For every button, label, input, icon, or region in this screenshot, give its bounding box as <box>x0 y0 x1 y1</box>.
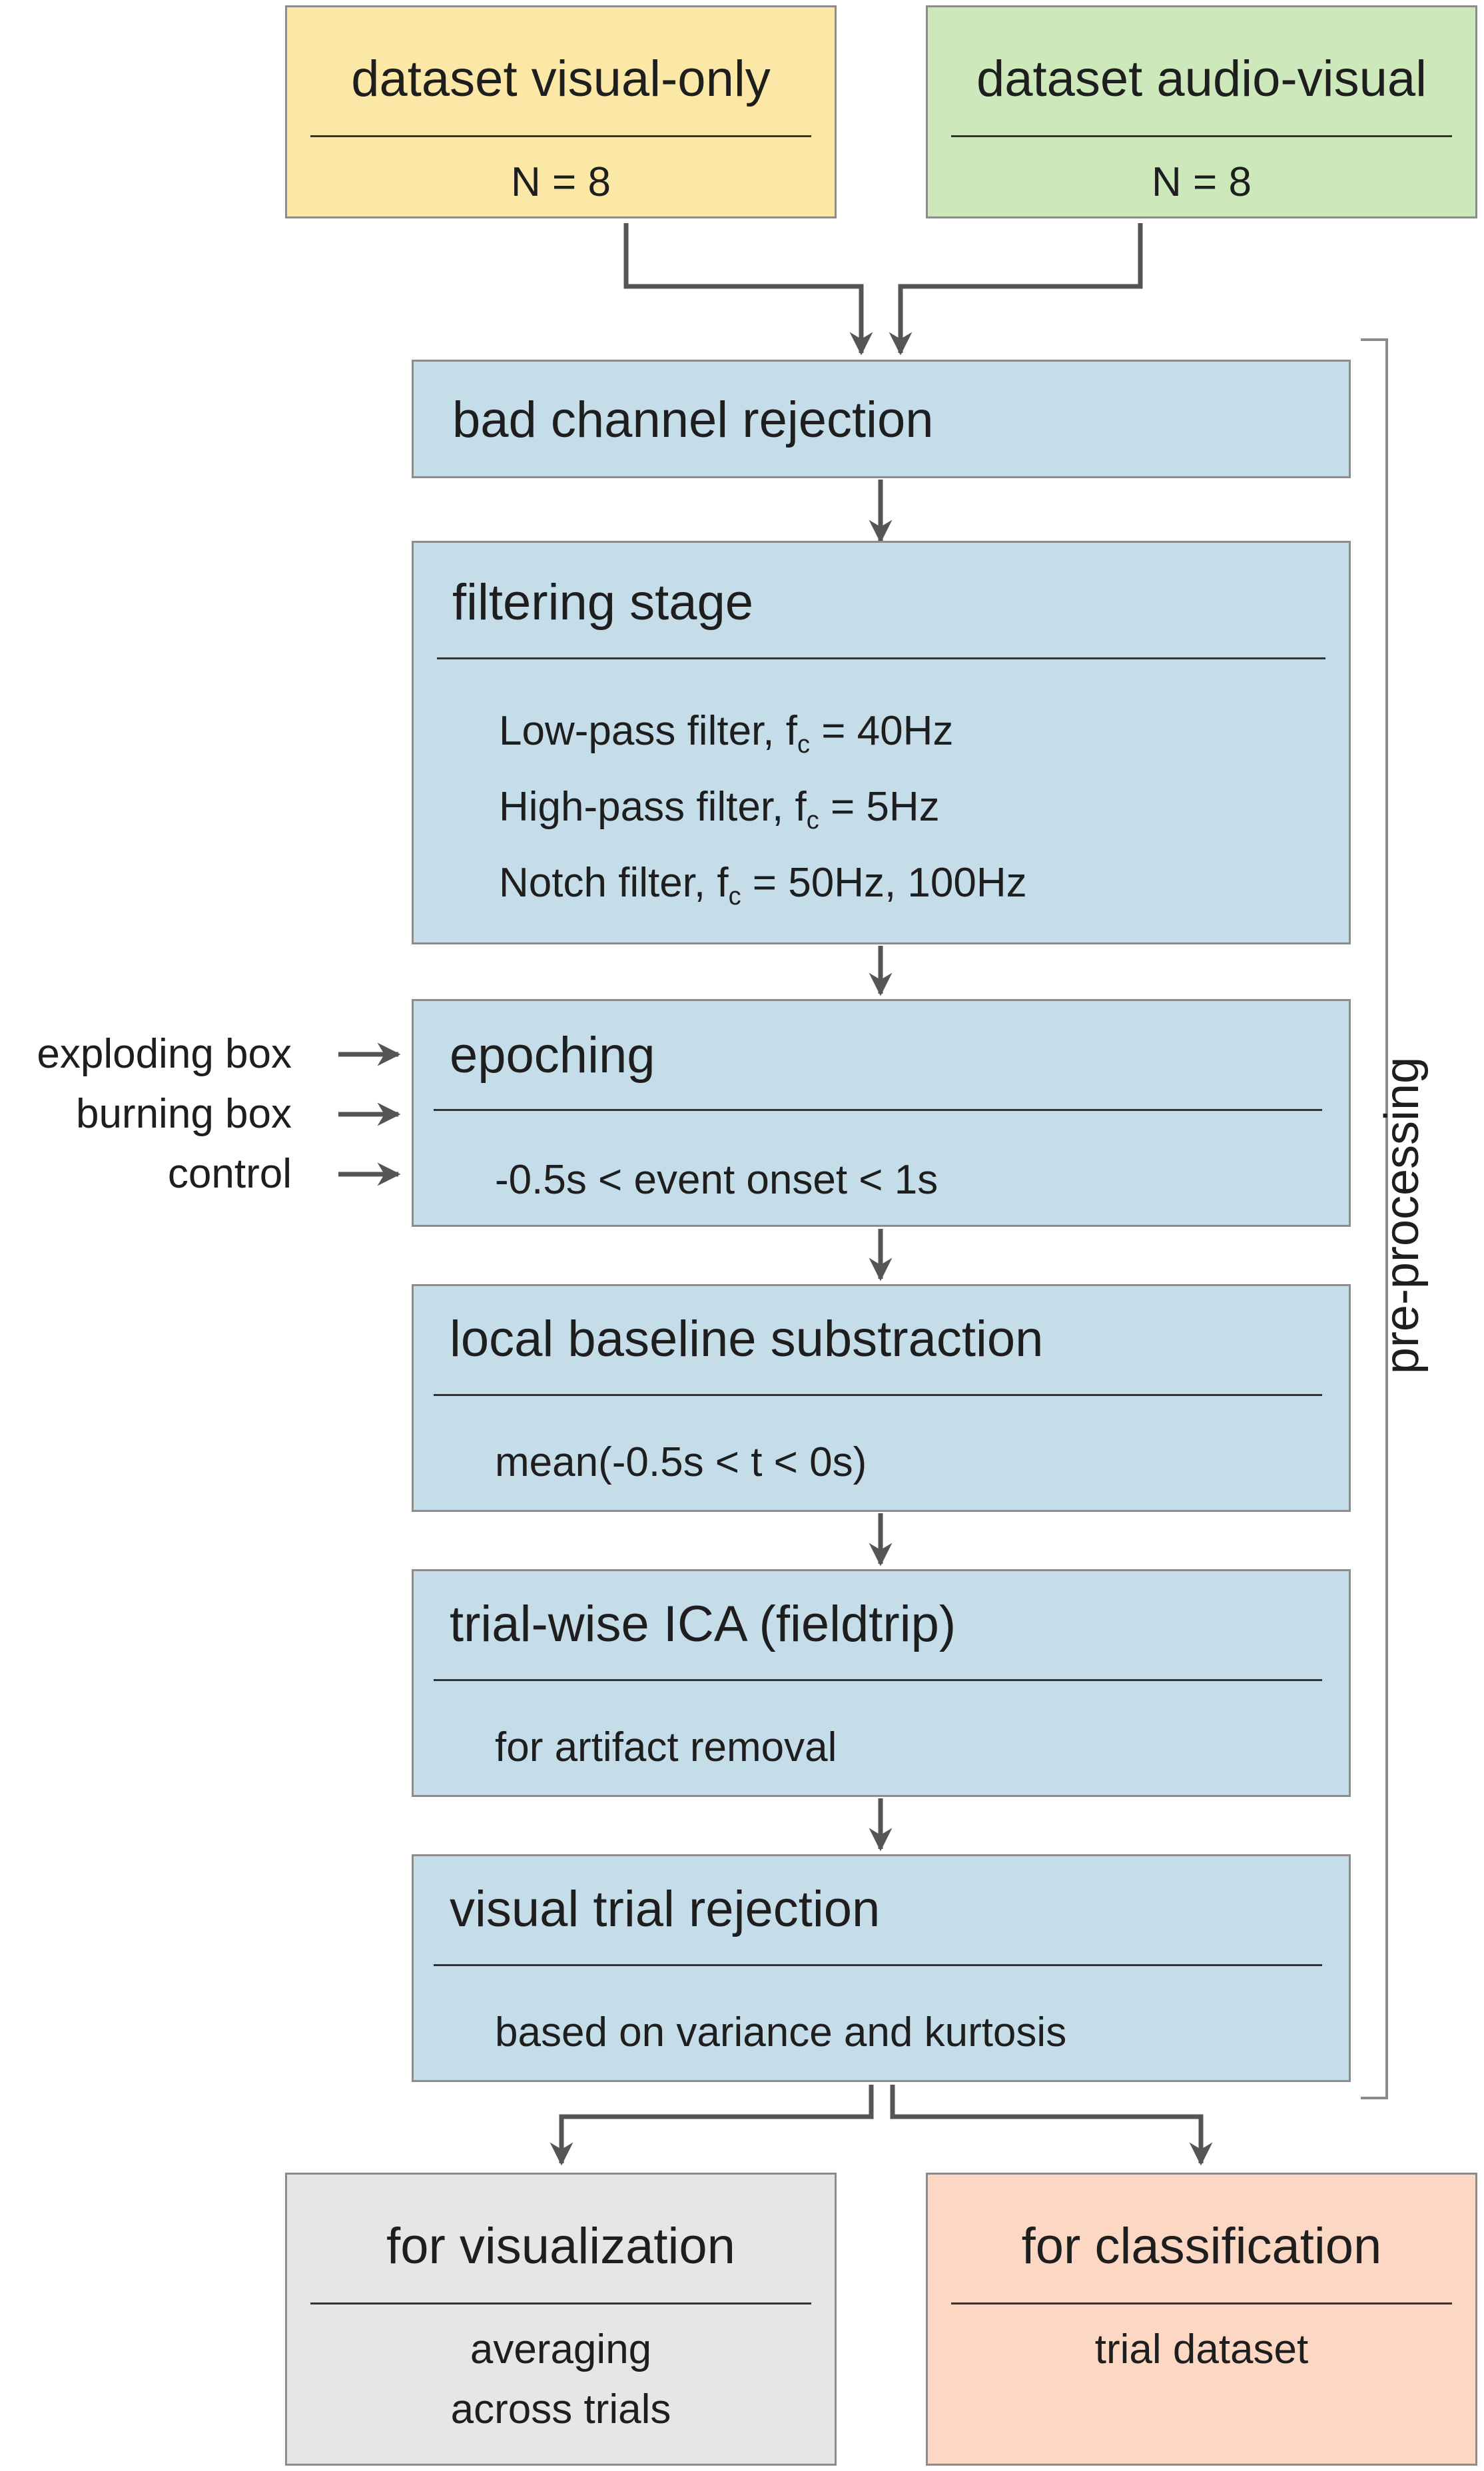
epoching-title: epoching <box>450 1027 655 1084</box>
visual-trial-rejection-box: visual trial rejection based on variance… <box>412 1854 1351 2082</box>
divider <box>951 135 1452 137</box>
filtering-stage-title: filtering stage <box>452 574 754 631</box>
for-visualization-title: for visualization <box>386 2218 735 2275</box>
dataset-audio-visual-title: dataset audio-visual <box>976 51 1427 107</box>
event-label-control: control <box>167 1151 292 1197</box>
local-baseline-detail: mean(-0.5s < t < 0s) <box>495 1439 867 1485</box>
visual-trial-rejection-detail: based on variance and kurtosis <box>495 2009 1067 2055</box>
notch-filter-line: Notch filter, fc = 50Hz, 100Hz <box>499 860 1027 910</box>
epoching-box: epoching -0.5s < event onset < 1s <box>412 999 1351 1227</box>
dataset-visual-only-title: dataset visual-only <box>351 51 771 107</box>
pre-processing-bracket <box>1361 338 1388 2099</box>
high-pass-filter-line: High-pass filter, fc = 5Hz <box>499 784 940 835</box>
trial-wise-ica-title: trial-wise ICA (fieldtrip) <box>450 1596 956 1652</box>
low-pass-filter-line: Low-pass filter, fc = 40Hz <box>499 708 954 759</box>
bad-channel-rejection-title: bad channel rejection <box>452 392 934 448</box>
dataset-audio-visual-box: dataset audio-visual N = 8 <box>926 5 1477 218</box>
trial-wise-ica-detail: for artifact removal <box>495 1724 837 1770</box>
dataset-visual-only-box: dataset visual-only N = 8 <box>285 5 837 218</box>
divider <box>951 2302 1452 2304</box>
local-baseline-box: local baseline substraction mean(-0.5s <… <box>412 1284 1351 1512</box>
event-label-exploding-box: exploding box <box>37 1031 292 1077</box>
dataset-visual-only-n: N = 8 <box>511 159 611 205</box>
divider <box>434 1679 1322 1681</box>
dataset-audio-visual-n: N = 8 <box>1152 159 1252 205</box>
divider <box>434 1394 1322 1396</box>
visual-trial-rejection-title: visual trial rejection <box>450 1881 881 1938</box>
for-visualization-line1: averaging <box>470 2326 652 2372</box>
epoching-detail: -0.5s < event onset < 1s <box>495 1157 938 1203</box>
for-classification-line1: trial dataset <box>1094 2326 1309 2372</box>
for-classification-box: for classification trial dataset <box>926 2173 1477 2466</box>
arrow-to-visualization <box>550 2085 874 2166</box>
divider <box>434 1964 1322 1966</box>
divider <box>310 2302 811 2304</box>
divider <box>310 135 811 137</box>
filtering-stage-box: filtering stage Low-pass filter, fc = 40… <box>412 541 1351 944</box>
divider <box>437 657 1325 659</box>
trial-wise-ica-box: trial-wise ICA (fieldtrip) for artifact … <box>412 1569 1351 1797</box>
local-baseline-title: local baseline substraction <box>450 1311 1044 1367</box>
arrow-to-classification <box>890 2085 1213 2166</box>
for-visualization-line2: across trials <box>450 2386 671 2432</box>
bad-channel-rejection-box: bad channel rejection <box>412 360 1351 478</box>
pre-processing-label: pre-processing <box>1375 1056 1429 1375</box>
event-label-burning-box: burning box <box>75 1091 292 1137</box>
divider <box>434 1109 1322 1111</box>
for-visualization-box: for visualization averaging across trial… <box>285 2173 837 2466</box>
arrow-audio-visual <box>889 223 1143 356</box>
arrow-visual-only <box>623 223 873 356</box>
for-classification-title: for classification <box>1021 2218 1382 2275</box>
